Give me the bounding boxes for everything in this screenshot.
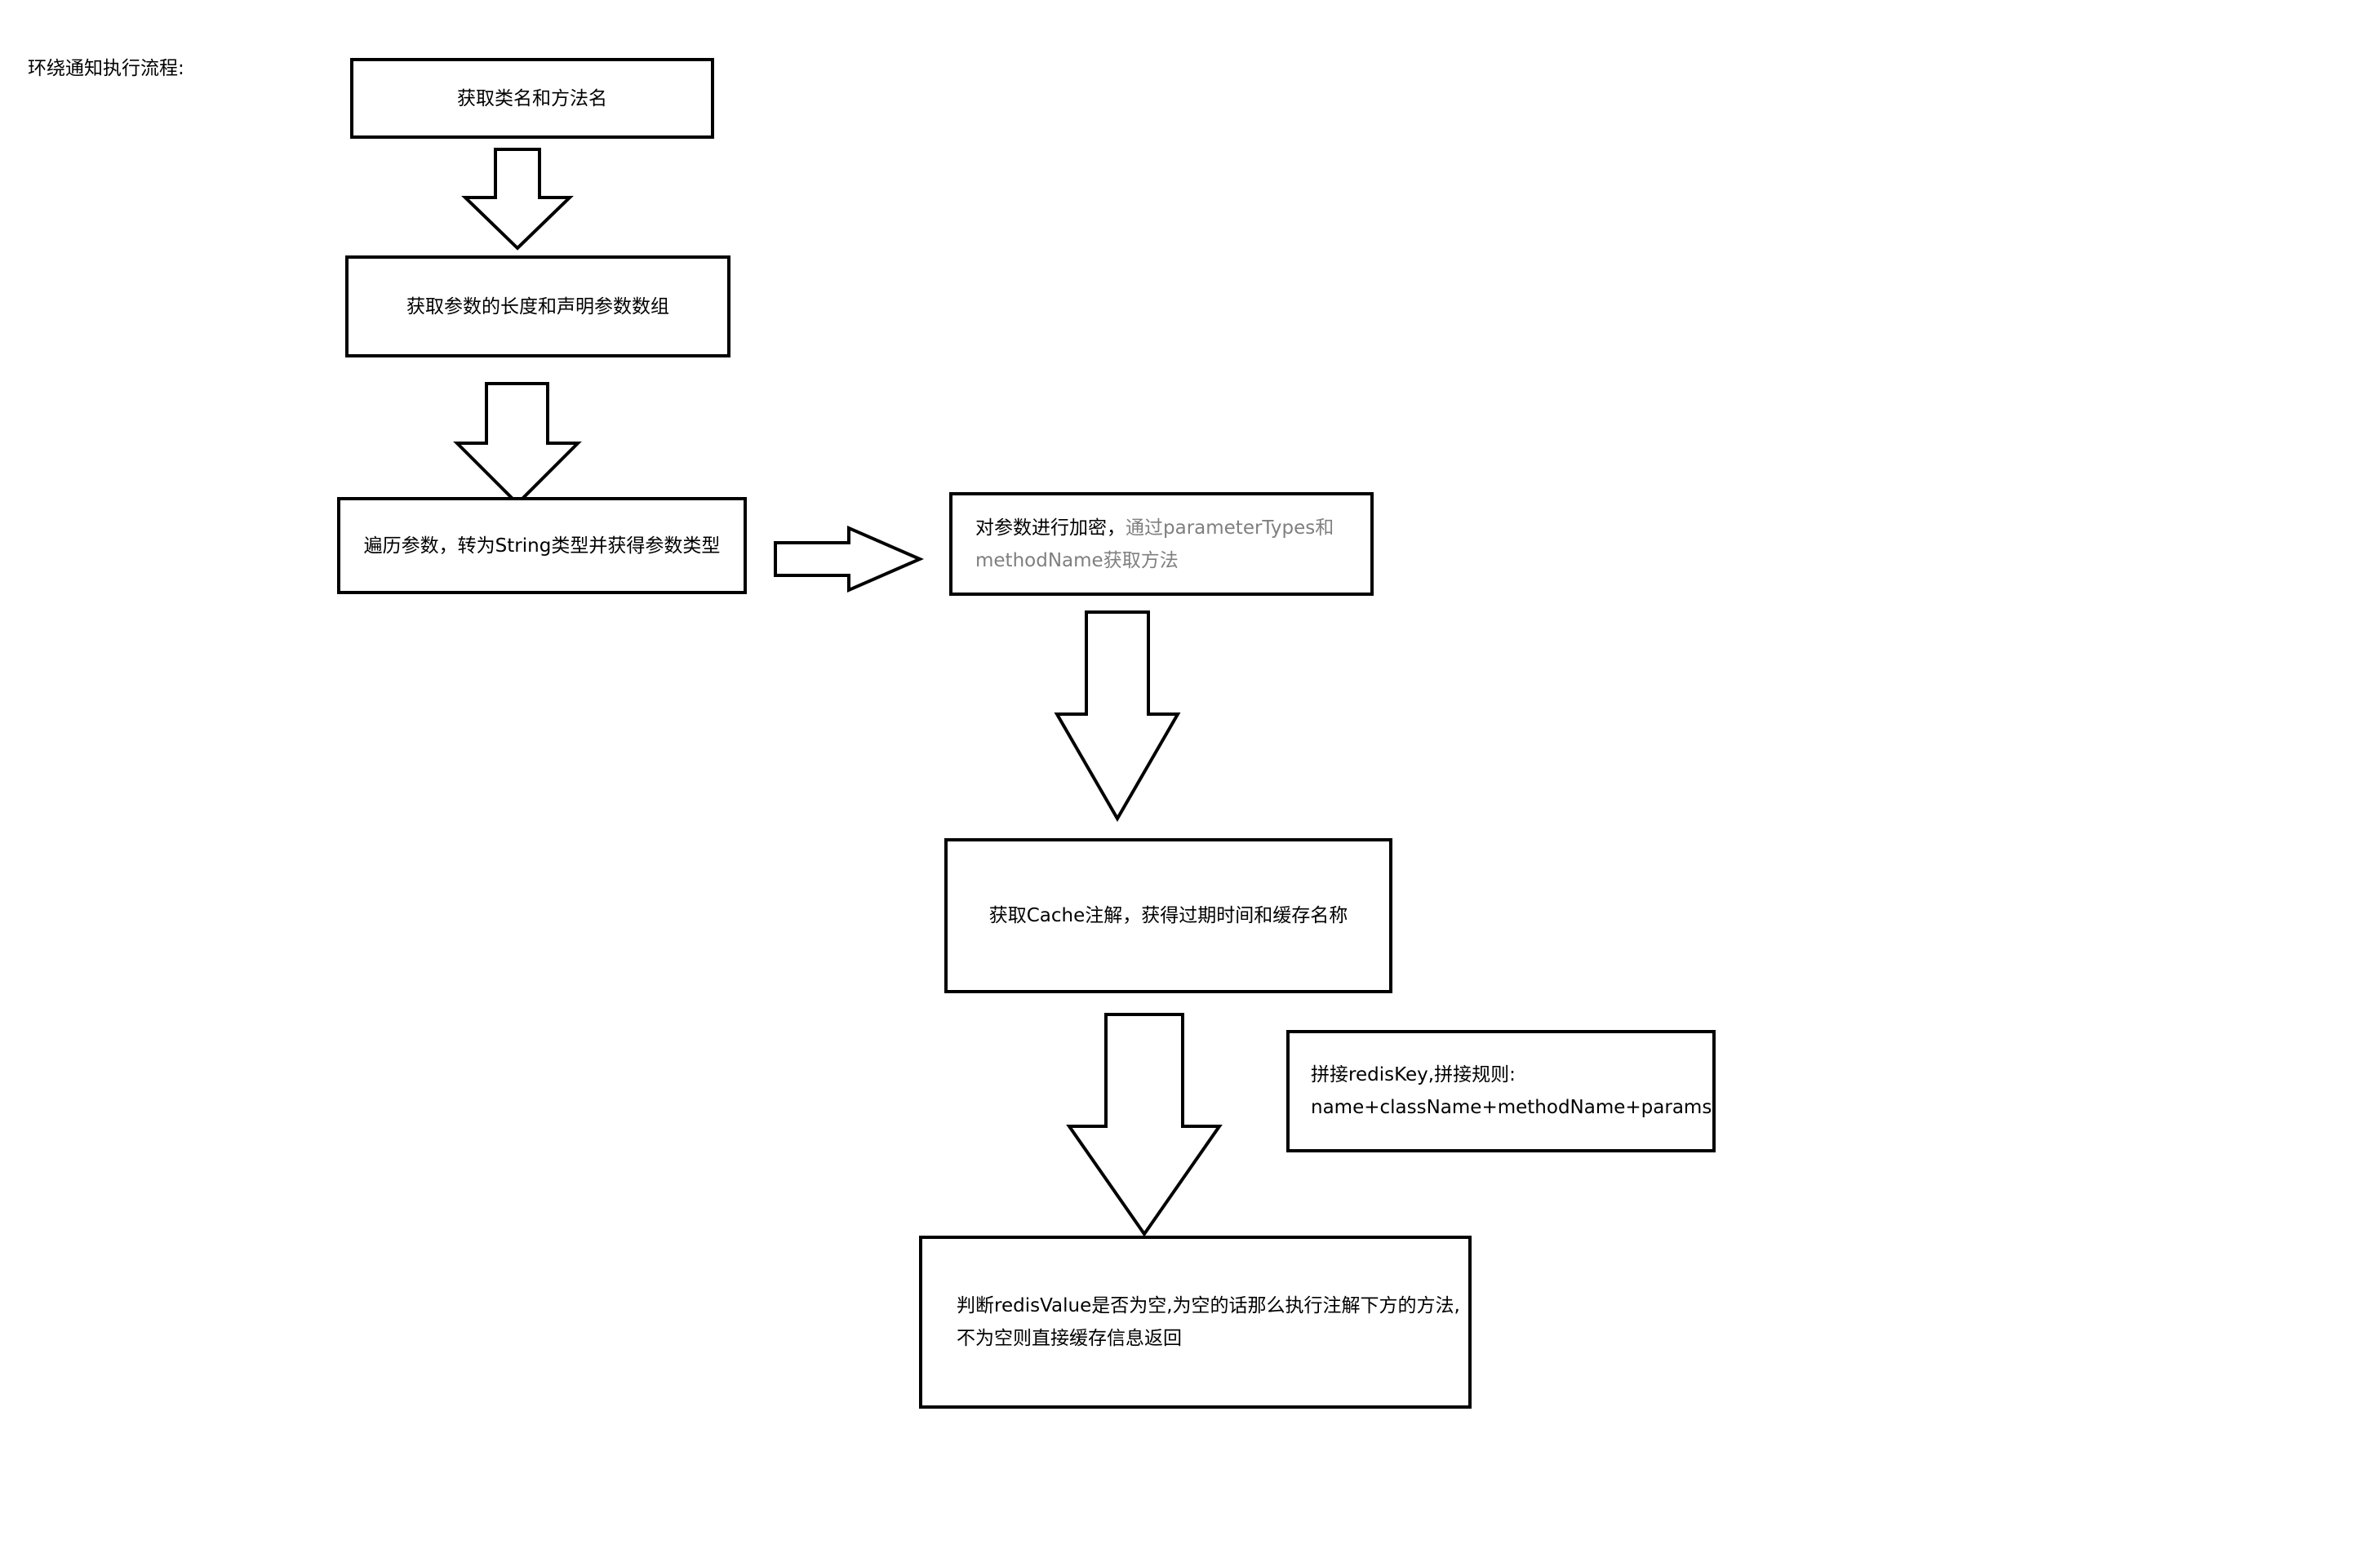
down-arrow-1 [461,148,574,251]
step-redis-value-check-box: 判断redisValue是否为空,为空的话那么执行注解下方的方法, 不为空则直接… [919,1236,1472,1409]
right-arrow [774,525,924,593]
step-get-cache-annotation-label: 获取Cache注解，获得过期时间和缓存名称 [988,905,1348,926]
step-encrypt-params-line2: methodName获取方法 [975,549,1179,571]
step-iterate-params-box: 遍历参数，转为String类型并获得参数类型 [337,497,747,594]
page-title: 环绕通知执行流程: [28,58,184,79]
down-arrow-4 [1066,1013,1223,1237]
step-encrypt-params-box: 对参数进行加密，通过parameterTypes和 methodName获取方法 [949,492,1374,596]
redis-key-note-line2: name+className+methodName+params [1311,1097,1712,1118]
redis-key-note-box: 拼接redisKey,拼接规则: name+className+methodNa… [1286,1030,1716,1152]
step-get-params-box: 获取参数的长度和声明参数数组 [345,255,730,357]
step-redis-value-check-line2: 不为空则直接缓存信息返回 [957,1328,1182,1349]
step-get-params-label: 获取参数的长度和声明参数数组 [406,295,669,317]
step-get-names-label: 获取类名和方法名 [457,87,607,109]
step-get-cache-annotation-box: 获取Cache注解，获得过期时间和缓存名称 [944,838,1392,993]
down-arrow-2 [453,382,582,506]
down-arrow-3 [1054,610,1181,822]
step-encrypt-params-line1: 对参数进行加密，通过parameterTypes和 [975,517,1334,539]
redis-key-note-line1: 拼接redisKey,拼接规则: [1311,1064,1516,1085]
step-iterate-params-label: 遍历参数，转为String类型并获得参数类型 [363,535,721,557]
step-get-names-box: 获取类名和方法名 [350,58,714,139]
step-redis-value-check-line1: 判断redisValue是否为空,为空的话那么执行注解下方的方法, [957,1295,1460,1316]
